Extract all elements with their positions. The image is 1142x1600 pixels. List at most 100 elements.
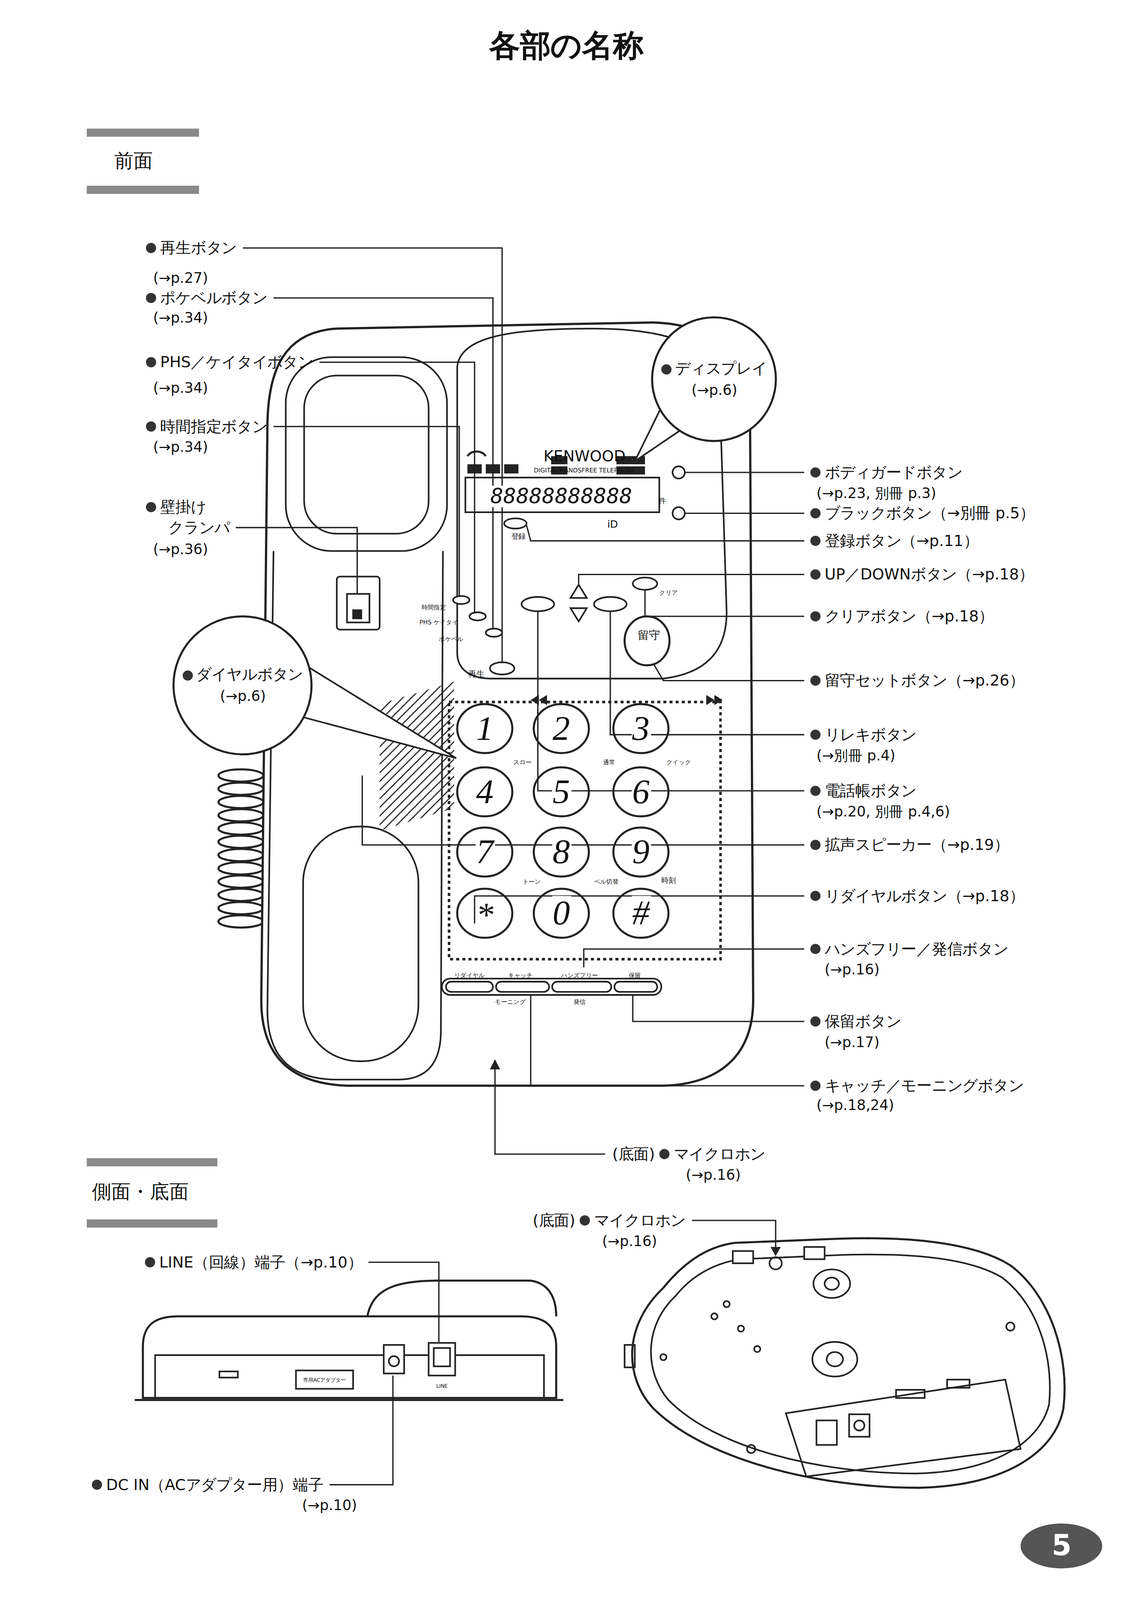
leader-lines <box>235 247 805 1485</box>
callout-label: 留守セットボタン（→p.26） <box>824 671 1025 690</box>
callout-label: (底面) <box>532 1211 576 1231</box>
callout-text-group: ダイヤルボタン(→p.6) <box>182 664 304 708</box>
leader-line <box>684 472 805 474</box>
page-title: 各部の名称 <box>489 27 644 65</box>
keypad-area <box>449 702 721 960</box>
callout-label: 壁掛け <box>160 498 206 517</box>
callout-label: マイクロホン <box>673 1145 766 1164</box>
callout-bullet <box>810 944 821 955</box>
arrow-head <box>770 1247 781 1257</box>
device-marking: ベル切替 <box>594 877 619 885</box>
arrow-head <box>489 1059 500 1070</box>
callout-label: 側面・底面 <box>92 1179 190 1203</box>
device-marking: リダイヤル <box>454 971 485 979</box>
page-number-badge <box>1020 1523 1103 1569</box>
callout-label: (→p.27) <box>153 268 209 286</box>
callout-label: UP／DOWNボタン（→p.18） <box>824 565 1035 584</box>
leader-line <box>684 512 805 515</box>
callout-label: ディスプレイ <box>675 359 768 378</box>
device-marking: キャッチ <box>508 971 533 979</box>
rewind-symbol <box>538 695 548 706</box>
wall-clamp-inner <box>347 594 370 623</box>
callout-bullet <box>579 1215 590 1226</box>
callout-label: (→p.6) <box>220 687 266 705</box>
callout-label: 電話帳ボタン <box>824 782 917 801</box>
leader-line <box>578 574 805 584</box>
callout-label: (→p.16) <box>824 960 880 979</box>
device-marking: トーン <box>522 877 542 885</box>
device-marking: KENWOOD <box>543 446 626 466</box>
callout-bullet <box>810 535 821 547</box>
callout-label: (→p.18,24) <box>816 1096 894 1114</box>
callout-label: (→p.20, 別冊 p.4,6) <box>816 802 950 820</box>
circle-outline <box>652 318 777 442</box>
bottom-view-inner <box>651 1255 1050 1475</box>
handset-cup-inner <box>304 375 429 535</box>
callout-bullet <box>145 502 157 513</box>
callout-bullet <box>182 670 194 681</box>
leader-line <box>494 1069 606 1155</box>
leader-line <box>538 611 805 792</box>
leader-line <box>583 949 805 968</box>
side-slot <box>219 1371 238 1378</box>
callout-label: ハンズフリー／発信ボタン <box>824 939 1009 959</box>
device-marking: 5 <box>551 774 571 810</box>
forward-symbol <box>706 695 715 706</box>
callout-circle: ダイヤルボタン(→p.6) <box>172 615 313 756</box>
callout-label: (→p.16) <box>685 1165 741 1184</box>
device-marking: 時刻 <box>661 876 676 886</box>
text-row: ディスプレイ <box>661 358 768 380</box>
rubber-foot <box>804 1247 825 1260</box>
screw-hole <box>723 1301 730 1308</box>
device-marking: LINE <box>436 1382 448 1389</box>
side-view-handset <box>367 1281 557 1317</box>
device-marking: 留守 <box>637 628 661 642</box>
callout-bullet <box>145 421 157 432</box>
slot <box>895 1390 925 1399</box>
rubber-foot <box>732 1251 754 1264</box>
device-marking: DIGITAL HANDSFREE TELEPHONE <box>533 466 636 474</box>
callout-bullet <box>810 508 821 519</box>
callout-label: 5 <box>1051 1528 1072 1564</box>
device-marking: 6 <box>631 774 651 810</box>
device-marking: 9 <box>631 835 651 870</box>
phone-icon <box>467 451 486 457</box>
device-marking: スロー <box>513 758 532 766</box>
slot <box>947 1379 970 1389</box>
keyhole <box>812 1342 858 1377</box>
section-bar <box>86 185 200 194</box>
leader-line <box>235 527 358 595</box>
callout-pointer <box>294 658 457 759</box>
callout-bullet <box>810 467 821 478</box>
section-bar <box>86 128 200 137</box>
callout-label: DC IN（ACアダプター用）端子 <box>106 1475 324 1495</box>
device-marking: 件 <box>658 496 667 506</box>
wall-clamp <box>336 576 380 630</box>
screw-hole <box>711 1313 718 1320</box>
callout-bullet <box>810 569 821 580</box>
callout-bullet <box>661 364 673 375</box>
bottom-view-body <box>632 1238 1065 1489</box>
callout-bullet <box>145 1257 156 1268</box>
device-marking: クリア <box>659 588 678 596</box>
callout-bullet <box>810 675 821 687</box>
device-marking: PHS ケイタイ <box>419 618 458 626</box>
device-marking: 通常 <box>603 758 616 766</box>
callout-bullet <box>145 357 157 368</box>
callout-label: (→p.17) <box>824 1033 880 1051</box>
callout-label: キャッチ／モーニングボタン <box>824 1076 1024 1096</box>
callout-label: (→p.6) <box>691 381 738 399</box>
side-view-recess <box>154 1355 544 1399</box>
display <box>465 477 660 513</box>
line-jack-inner <box>433 1348 450 1367</box>
callout-label: ボディガードボタン <box>824 463 963 482</box>
device-marking: モーニング <box>494 997 526 1006</box>
callout-text-group: ディスプレイ (→p.6) <box>661 358 768 401</box>
callout-label: 時間指定ボタン <box>160 417 268 436</box>
device-marking: 88888888888 <box>489 485 634 507</box>
callout-bullet <box>810 891 821 902</box>
device-marking: 専用ACアダプター <box>303 1376 346 1383</box>
device-marking: 時間指定 <box>421 602 447 610</box>
callout-label: (底面) <box>612 1145 655 1164</box>
side-view-body <box>142 1316 557 1399</box>
